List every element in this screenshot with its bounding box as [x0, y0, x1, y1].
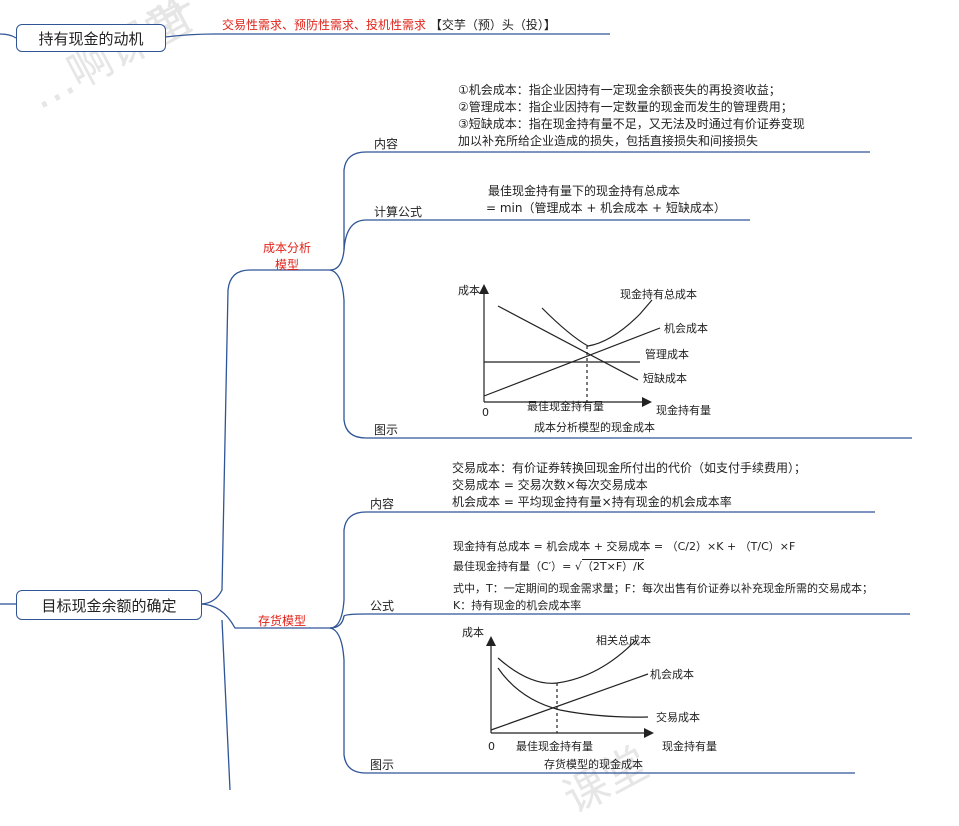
inventory-formula-line: 现金持有总成本 = 机会成本 + 交易成本 = （C/2）×K + （T/C）×… [453, 540, 796, 553]
series-label-opportunity-cost: 机会成本 [664, 322, 708, 335]
chart-caption: 成本分析模型的现金成本 [534, 421, 655, 434]
chart-origin-label: 0 [488, 740, 495, 753]
target-title: 目标现金余额的确定 [41, 596, 177, 615]
chart-x-axis-label: 现金持有量 [662, 740, 717, 753]
inventory-formula-note: 式中，T：一定期间的现金需求量；F：每次出售有价证券以补充现金所需的交易成本； [453, 582, 874, 595]
inventory-content-line: 交易成本 = 交易次数×每次交易成本 [452, 478, 648, 492]
inventory-figure-label[interactable]: 图示 [370, 758, 395, 772]
series-label-opportunity-cost: 机会成本 [650, 668, 694, 681]
inventory-content-line: 交易成本：有价证券转换回现金所付出的代价（如支付手续费用）； [452, 461, 807, 475]
cost-model-chart [479, 284, 661, 407]
inventory-formula-label[interactable]: 公式 [370, 599, 395, 613]
chart-origin-label: 0 [482, 406, 489, 419]
cost-content-line: ②管理成本：指企业因持有一定数量的现金而发生的管理费用； [458, 100, 793, 114]
formula-sqrt-radicand: （2T×F）/K [581, 559, 645, 573]
chart-optimal-label: 最佳现金持有量 [516, 740, 593, 753]
chart-optimal-label: 最佳现金持有量 [527, 400, 604, 413]
inventory-content-line: 机会成本 = 平均现金持有量×持有现金的机会成本率 [452, 495, 732, 509]
series-label-total-cost: 现金持有总成本 [620, 288, 697, 301]
cost-content-label[interactable]: 内容 [374, 137, 399, 151]
motive-detail-black: 【交芋（预）头（投）】 [429, 18, 556, 32]
inventory-model-chart [486, 636, 654, 738]
series-label-shortage-cost: 短缺成本 [643, 372, 687, 385]
motive-node[interactable]: 持有现金的动机 [16, 24, 166, 52]
series-label-transaction-cost: 交易成本 [656, 711, 700, 724]
cost-formula-line: 最佳现金持有量下的现金持有总成本 [488, 184, 681, 198]
cost-model-title-line1: 成本分析 [262, 241, 311, 255]
target-node[interactable]: 目标现金余额的确定 [16, 590, 202, 620]
chart-caption: 存货模型的现金成本 [544, 758, 643, 771]
cost-formula-label[interactable]: 计算公式 [374, 205, 423, 219]
inventory-formula-note: K：持有现金的机会成本率 [453, 599, 582, 612]
series-label-related-total-cost: 相关总成本 [596, 634, 651, 647]
chart-y-axis-label: 成本 [458, 284, 480, 297]
cost-formula-line: = min（管理成本 + 机会成本 + 短缺成本） [486, 201, 726, 215]
cost-model-title-line2: 模型 [274, 258, 299, 272]
series-label-management-cost: 管理成本 [645, 348, 689, 361]
cost-content-line: ①机会成本：指企业因持有一定现金余额丧失的再投资收益； [458, 83, 781, 97]
motive-detail: 交易性需求、预防性需求、投机性需求 【交芋（预）头（投）】 [222, 17, 556, 34]
inventory-formula-sqrt: 最佳现金持有量（C′）= √（2T×F）/K [453, 558, 645, 575]
cost-model-title[interactable]: 成本分析 模型 [258, 240, 316, 274]
chart-y-axis-label: 成本 [462, 626, 484, 639]
motive-detail-red: 交易性需求、预防性需求、投机性需求 [222, 18, 427, 32]
motive-title: 持有现金的动机 [38, 29, 144, 48]
cost-content-line: 加以补充所给企业造成的损失，包括直接损失和间接损失 [458, 134, 759, 148]
mindmap-connectors [0, 33, 912, 790]
inventory-model-title[interactable]: 存货模型 [258, 614, 307, 628]
cost-figure-label[interactable]: 图示 [374, 423, 399, 437]
chart-x-axis-label: 现金持有量 [656, 404, 711, 417]
sqrt-icon: √ [574, 560, 582, 573]
cost-content-line: ③短缺成本：指在现金持有量不足，又无法及时通过有价证券变现 [458, 117, 805, 131]
formula-sqrt-prefix: 最佳现金持有量（C′）= [453, 560, 572, 573]
inventory-content-label[interactable]: 内容 [370, 497, 395, 511]
